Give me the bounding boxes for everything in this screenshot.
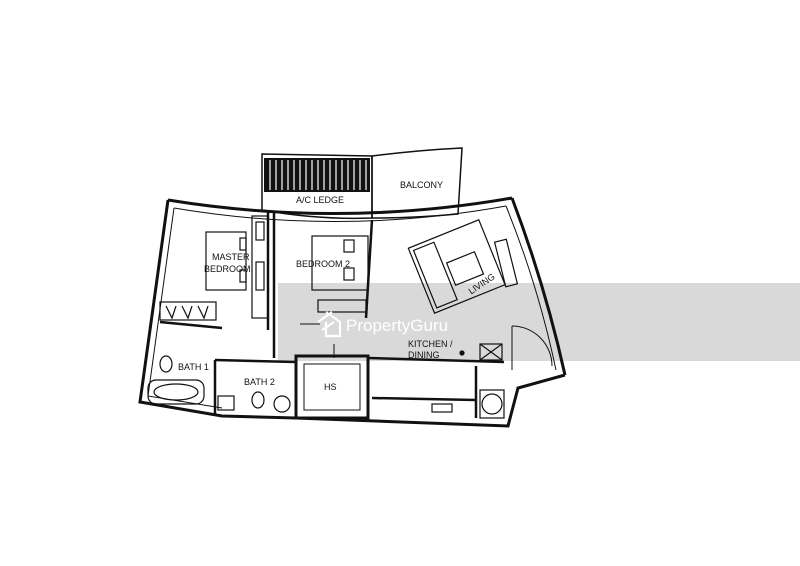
kitchen-fixtures (431, 343, 505, 419)
room-label-master-bedroom-line2: BEDROOM (204, 264, 251, 274)
room-label-hs: HS (324, 382, 337, 392)
door-swings (300, 323, 553, 370)
beds (205, 231, 369, 291)
room-label-balcony: BALCONY (400, 180, 443, 190)
room-label-bath-2: BATH 2 (244, 377, 275, 387)
ac-ledge (261, 153, 373, 220)
watermark-logo-icon (317, 311, 342, 338)
room-label-bedroom-2: BEDROOM 2 (296, 259, 350, 269)
room-label-master-bedroom-line1: MASTER (212, 252, 250, 262)
wardrobes (159, 215, 367, 321)
watermark-text: PropertyGuru (346, 316, 448, 335)
bath-fixtures (147, 355, 291, 413)
room-label-kitchen-line2: DINING (408, 350, 440, 360)
living-furniture (407, 219, 519, 314)
room-label-kitchen-line1: KITCHEN / (408, 339, 453, 349)
balcony-outline (371, 147, 463, 219)
watermark-band (278, 283, 800, 361)
room-label-ac-ledge: A/C LEDGE (296, 195, 344, 205)
outer-walls (138, 196, 567, 428)
room-label-bath-1: BATH 1 (178, 362, 209, 372)
